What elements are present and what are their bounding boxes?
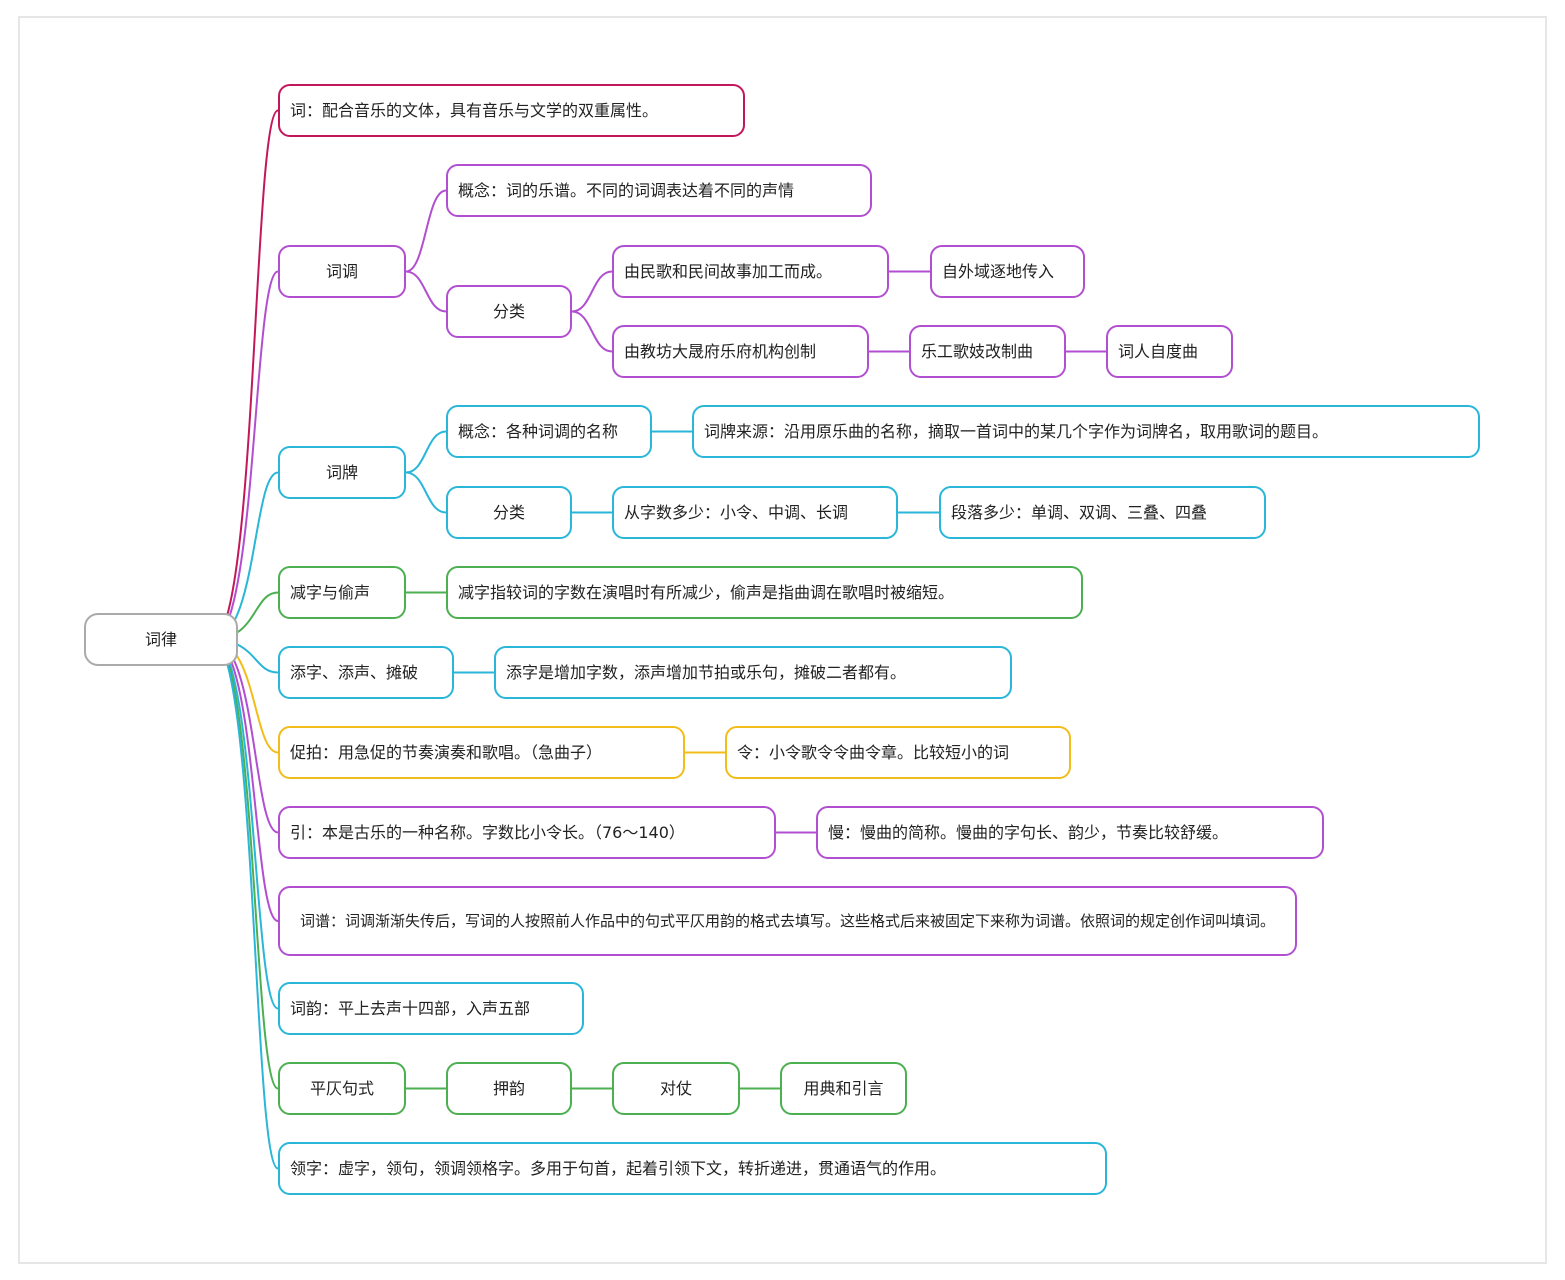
node-yayun[interactable]: 押韵 xyxy=(446,1062,572,1115)
node-cidiao-class2-sub2[interactable]: 词人自度曲 xyxy=(1106,325,1233,378)
node-cidiao-class2-sub1[interactable]: 乐工歌妓改制曲 xyxy=(909,325,1066,378)
node-cipai-by-words[interactable]: 从字数多少：小令、中调、长调 xyxy=(612,486,898,539)
node-cidiao[interactable]: 词调 xyxy=(278,245,406,298)
node-ciyun[interactable]: 词韵：平上去声十四部，入声五部 xyxy=(278,982,584,1035)
node-cipai-by-stanza[interactable]: 段落多少：单调、双调、三叠、四叠 xyxy=(939,486,1266,539)
node-cupai[interactable]: 促拍：用急促的节奏演奏和歌唱。（急曲子） xyxy=(278,726,685,779)
node-cipai-fenlei[interactable]: 分类 xyxy=(446,486,572,539)
node-pingze[interactable]: 平仄句式 xyxy=(278,1062,406,1115)
node-jianzi-desc[interactable]: 减字指较词的字数在演唱时有所减少，偷声是指曲调在歌唱时被缩短。 xyxy=(446,566,1083,619)
node-cipai-concept[interactable]: 概念：各种词调的名称 xyxy=(446,405,652,458)
node-jianzi[interactable]: 减字与偷声 xyxy=(278,566,406,619)
node-cidiao-fenlei[interactable]: 分类 xyxy=(446,285,572,338)
node-cipu[interactable]: 词谱：词调渐渐失传后，写词的人按照前人作品中的句式平仄用韵的格式去填写。这些格式… xyxy=(278,886,1297,956)
node-tianzi[interactable]: 添字、添声、摊破 xyxy=(278,646,454,699)
node-cidiao-class1[interactable]: 由民歌和民间故事加工而成。 xyxy=(612,245,889,298)
node-cidiao-class1-sub[interactable]: 自外域逐地传入 xyxy=(930,245,1085,298)
node-cipai[interactable]: 词牌 xyxy=(278,446,406,499)
node-lingzi[interactable]: 领字：虚字，领句，领调领格字。多用于句首，起着引领下文，转折递进，贯通语气的作用… xyxy=(278,1142,1107,1195)
node-cipai-source[interactable]: 词牌来源：沿用原乐曲的名称，摘取一首词中的某几个字作为词牌名，取用歌词的题目。 xyxy=(692,405,1480,458)
root-node[interactable]: 词律 xyxy=(84,613,238,666)
node-yongdian[interactable]: 用典和引言 xyxy=(780,1062,907,1115)
node-man[interactable]: 慢：慢曲的简称。慢曲的字句长、韵少，节奏比较舒缓。 xyxy=(816,806,1324,859)
canvas-frame xyxy=(18,16,1547,1264)
node-duizhang[interactable]: 对仗 xyxy=(612,1062,740,1115)
node-tianzi-desc[interactable]: 添字是增加字数，添声增加节拍或乐句，摊破二者都有。 xyxy=(494,646,1012,699)
node-ci-definition[interactable]: 词：配合音乐的文体，具有音乐与文学的双重属性。 xyxy=(278,84,745,137)
node-cidiao-concept[interactable]: 概念：词的乐谱。不同的词调表达着不同的声情 xyxy=(446,164,872,217)
node-ling[interactable]: 令：小令歌令令曲令章。比较短小的词 xyxy=(725,726,1071,779)
node-yin[interactable]: 引：本是古乐的一种名称。字数比小令长。（76～140） xyxy=(278,806,776,859)
node-cidiao-class2[interactable]: 由教坊大晟府乐府机构创制 xyxy=(612,325,869,378)
